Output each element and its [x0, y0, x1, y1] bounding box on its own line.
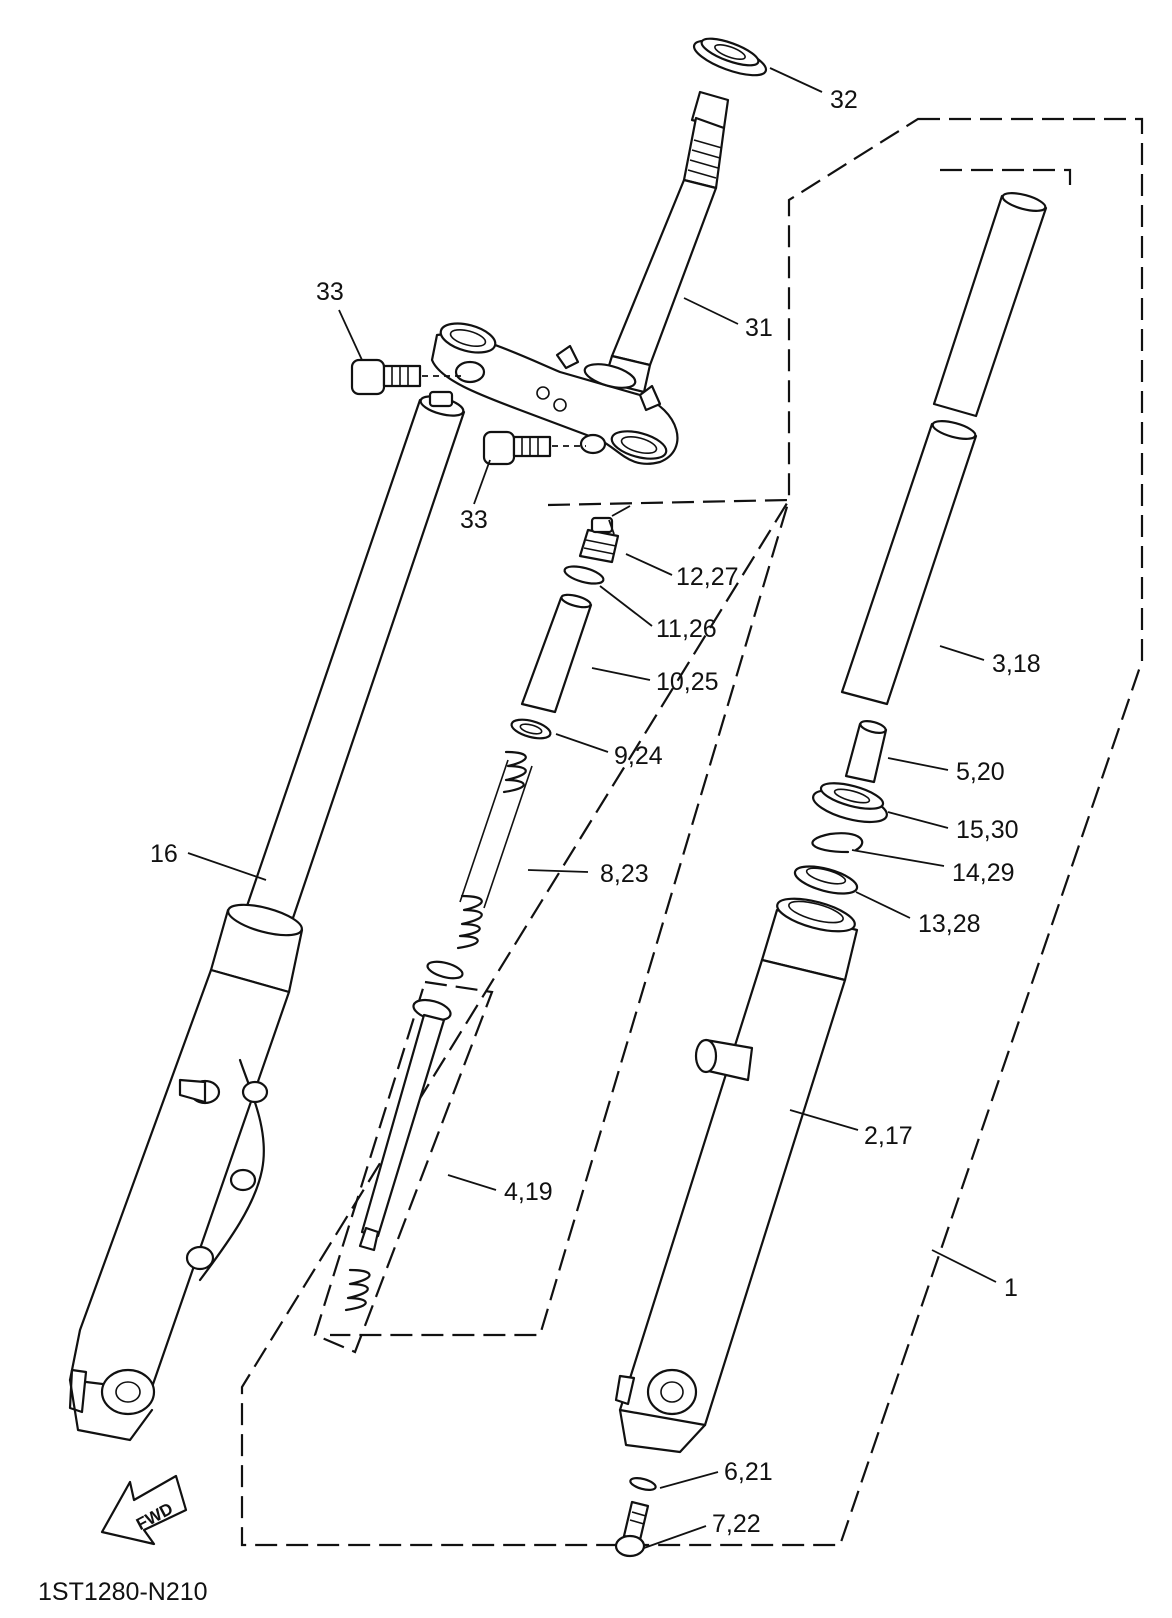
part-13-28-oil-seal: [793, 865, 859, 895]
callout-8-23: 8,23: [600, 860, 649, 888]
damper-rod-parts: [344, 960, 464, 1312]
callout-33-upper: 33: [316, 278, 344, 306]
callout-labels: 32 31 33 33 12,27 11,26 10,25 9,24 8,23 …: [150, 86, 1041, 1538]
callout-10-25: 10,25: [656, 668, 719, 696]
part-32-seal: [692, 37, 768, 77]
fwd-arrow-icon: FWD: [100, 1474, 188, 1546]
part-6-21-washer: [629, 1477, 657, 1491]
part-11-26-o-ring: [563, 565, 605, 585]
part-33-bolt-lower: [482, 430, 586, 466]
tube-3-18-bracket: [940, 168, 1072, 185]
diagram-code: 1ST1280-N210: [38, 1578, 208, 1606]
damper-rod-box: [313, 980, 494, 1354]
callout-6-21: 6,21: [724, 1458, 773, 1486]
callout-2-17: 2,17: [864, 1122, 913, 1150]
callout-4-19: 4,19: [504, 1178, 553, 1206]
callout-14-29: 14,29: [952, 859, 1015, 887]
callout-32: 32: [830, 86, 858, 114]
callout-15-30: 15,30: [956, 816, 1019, 844]
callout-12-27: 12,27: [676, 563, 739, 591]
callout-33-lower: 33: [460, 506, 488, 534]
callout-9-24: 9,24: [614, 742, 663, 770]
part-14-29-retaining-clip: [811, 832, 864, 854]
part-31-steering-stem: [602, 90, 730, 394]
part-2-17-outer-tube: [614, 897, 859, 1454]
inner-assembly-boundary: [330, 498, 791, 1337]
part-33-bolt-upper: [350, 358, 462, 396]
part-8-23-fork-spring: [456, 750, 533, 950]
under-bracket: [430, 322, 679, 465]
part-3-18-inner-tube: [840, 192, 1048, 706]
part-7-22-bolt: [614, 1500, 650, 1558]
callout-16: 16: [150, 840, 178, 868]
callout-11-26: 11,26: [656, 615, 717, 643]
callout-3-18: 3,18: [992, 650, 1041, 678]
part-5-20-guide-bush: [844, 720, 888, 784]
callout-31: 31: [745, 314, 773, 342]
leader-lines: [187, 67, 997, 1549]
callout-7-22: 7,22: [712, 1510, 761, 1538]
callout-5-20: 5,20: [956, 758, 1005, 786]
assembly-1-boundary: [240, 117, 1144, 1547]
callout-1: 1: [1004, 1274, 1018, 1302]
part-10-25-collar: [520, 593, 593, 714]
part-12-27-cap-bolt: [578, 516, 620, 564]
part-15-30-dust-seal: [812, 782, 888, 824]
part-9-24-washer: [510, 718, 552, 740]
part-16-left-fork: [68, 390, 466, 1442]
callout-13-28: 13,28: [918, 910, 981, 938]
